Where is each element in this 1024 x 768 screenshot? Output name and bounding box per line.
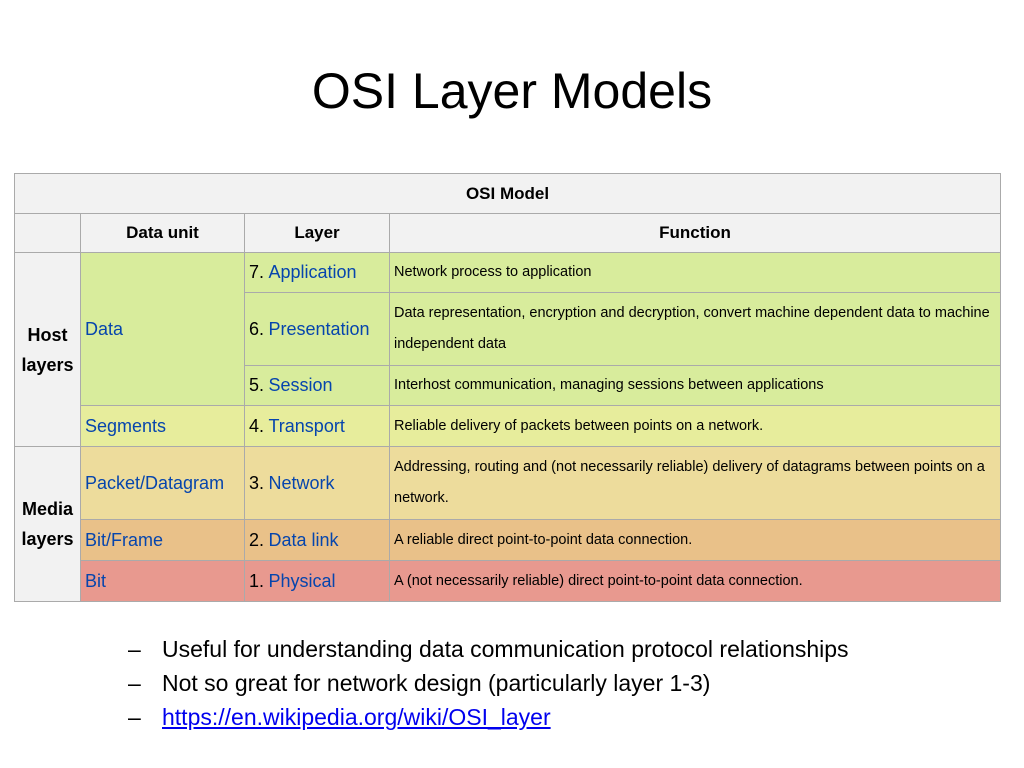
table-row-layer-3: Media layers Packet/Datagram 3. Network … <box>14 446 1001 602</box>
unit-bitframe-link[interactable]: Bit/Frame <box>85 529 164 550</box>
table-row-layer-1: Bit 1. Physical A (not necessarily relia… <box>14 560 1001 602</box>
unit-packet-link[interactable]: Packet/Datagram <box>85 472 225 493</box>
layer-number: 5. <box>249 375 265 395</box>
layer-presentation-link[interactable]: Presentation <box>268 318 370 339</box>
table-caption: OSI Model <box>14 173 1001 214</box>
header-function: Function <box>389 213 1001 253</box>
table-row-layer-4: Segments 4. Transport Reliable delivery … <box>14 405 1001 447</box>
function-cell: A (not necessarily reliable) direct poin… <box>389 560 1001 602</box>
bullet-list: –Useful for understanding data communica… <box>128 632 849 734</box>
bullet-text: Not so great for network design (particu… <box>162 670 711 696</box>
table-row-layer-5: 5. Session Interhost communication, mana… <box>14 365 1001 406</box>
function-cell: Network process to application <box>389 252 1001 293</box>
layer-number: 3. <box>249 472 265 493</box>
wikipedia-link[interactable]: https://en.wikipedia.org/wiki/OSI_layer <box>162 704 551 730</box>
layer-number: 6. <box>249 318 265 339</box>
function-cell: A reliable direct point-to-point data co… <box>389 519 1001 561</box>
layer-number: 1. <box>249 570 265 591</box>
bullet-dash: – <box>128 704 141 730</box>
unit-segments-link[interactable]: Segments <box>85 415 167 436</box>
bullet-item: –Not so great for network design (partic… <box>128 666 849 700</box>
group-host-layers: Host layers <box>14 252 81 447</box>
osi-model-table: OSI Model Data unit Layer Function Host … <box>14 173 1001 602</box>
function-cell: Interhost communication, managing sessio… <box>389 365 1001 406</box>
unit-bit-link[interactable]: Bit <box>85 570 107 591</box>
table-row-layer-6: 6. Presentation Data representation, enc… <box>14 292 1001 366</box>
table-row-layer-2: Bit/Frame 2. Data link A reliable direct… <box>14 519 1001 561</box>
layer-application-link[interactable]: Application <box>268 262 357 282</box>
unit-data-link[interactable]: Data <box>85 318 124 339</box>
bullet-dash: – <box>128 670 141 696</box>
layer-number: 4. <box>249 415 265 436</box>
layer-number: 2. <box>249 529 265 550</box>
layer-network-link[interactable]: Network <box>268 472 335 493</box>
group-media-layers: Media layers <box>14 446 81 602</box>
bullet-dash: – <box>128 636 141 662</box>
bullet-item: –https://en.wikipedia.org/wiki/OSI_layer <box>128 700 849 734</box>
table-row-layer-7: Host layers Data 7. Application Network … <box>14 252 1001 447</box>
function-cell: Reliable delivery of packets between poi… <box>389 405 1001 447</box>
function-cell: Data representation, encryption and decr… <box>389 292 1001 366</box>
layer-physical-link[interactable]: Physical <box>268 570 336 591</box>
header-layer: Layer <box>244 213 390 253</box>
header-data-unit: Data unit <box>80 213 245 253</box>
layer-number: 7. <box>249 262 265 282</box>
bullet-text: Useful for understanding data communicat… <box>162 636 849 662</box>
header-empty-cell <box>14 213 81 253</box>
layer-session-link[interactable]: Session <box>268 375 333 395</box>
function-cell: Addressing, routing and (not necessarily… <box>389 446 1001 520</box>
layer-datalink-link[interactable]: Data link <box>268 529 339 550</box>
slide-title: OSI Layer Models <box>311 63 713 119</box>
layer-transport-link[interactable]: Transport <box>268 415 345 436</box>
bullet-item: –Useful for understanding data communica… <box>128 632 849 666</box>
